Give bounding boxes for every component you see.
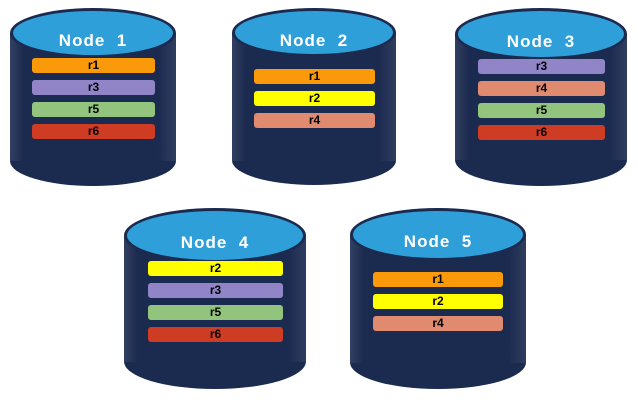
replica-label: r6 <box>535 125 548 139</box>
replica-stack: r2 r3 r5 r6 <box>148 261 283 342</box>
replica-bar[interactable]: r4 <box>478 81 605 96</box>
replica-bar[interactable]: r2 <box>373 294 503 309</box>
database-node-1[interactable]: Node 1 r1 r3 r5 r6 <box>10 8 176 186</box>
node-title: Node 5 <box>403 232 473 251</box>
database-node-3[interactable]: Node 3 r3 r4 r5 r6 <box>455 8 627 186</box>
database-node-5[interactable]: Node 5 r1 r2 r4 <box>350 208 526 390</box>
replica-bar[interactable]: r6 <box>148 327 283 342</box>
replica-bar[interactable]: r3 <box>478 59 605 74</box>
replica-bar[interactable]: r5 <box>148 305 283 320</box>
replica-label: r3 <box>87 80 100 94</box>
replica-label: r6 <box>87 124 100 138</box>
replica-label: r1 <box>87 58 100 72</box>
cylinder-top-ellipse <box>232 8 396 57</box>
node-title: Node 4 <box>180 233 250 252</box>
replica-label: r1 <box>432 272 444 286</box>
cylinder-bottom-ellipse <box>10 136 176 186</box>
cylinder-top-ellipse <box>455 8 627 60</box>
cylinder-bottom-ellipse <box>124 334 306 389</box>
replica-label: r5 <box>87 102 100 116</box>
replica-label: r1 <box>308 69 321 83</box>
cylinder-bottom-ellipse <box>455 134 627 186</box>
replica-bar[interactable]: r2 <box>148 261 283 276</box>
replica-bar[interactable]: r4 <box>373 316 503 331</box>
replica-bar[interactable]: r5 <box>32 102 155 117</box>
cylinder-bottom-ellipse <box>350 336 526 389</box>
replica-bar[interactable]: r4 <box>254 113 375 128</box>
cylinder-bottom-ellipse <box>232 136 396 185</box>
node-title: Node 1 <box>58 31 128 50</box>
replica-bar[interactable]: r2 <box>254 91 375 106</box>
replica-label: r2 <box>432 294 444 308</box>
replica-label: r4 <box>535 81 548 95</box>
replica-label: r4 <box>432 316 444 330</box>
cylinder-top-ellipse <box>350 208 526 261</box>
replica-stack: r1 r2 r4 <box>373 272 503 331</box>
replica-bar[interactable]: r3 <box>32 80 155 95</box>
replica-bar[interactable]: r1 <box>373 272 503 287</box>
replica-bar[interactable]: r5 <box>478 103 605 118</box>
database-node-4[interactable]: Node 4 r2 r3 r5 r6 <box>124 208 306 390</box>
replica-bar[interactable]: r1 <box>254 69 375 84</box>
database-node-2[interactable]: Node 2 r1 r2 r4 <box>232 8 396 186</box>
replica-bar[interactable]: r6 <box>478 125 605 140</box>
replica-label: r5 <box>535 103 548 117</box>
replica-label: r2 <box>209 261 222 275</box>
replica-stack: r3 r4 r5 r6 <box>478 59 605 140</box>
replica-label: r3 <box>209 283 222 297</box>
replica-label: r2 <box>308 91 321 105</box>
replica-bar[interactable]: r3 <box>148 283 283 298</box>
replica-label: r6 <box>209 327 222 341</box>
replica-bar[interactable]: r1 <box>32 58 155 73</box>
replica-label: r3 <box>535 59 548 73</box>
replica-stack: r1 r2 r4 <box>254 69 375 128</box>
replica-bar[interactable]: r6 <box>32 124 155 139</box>
replica-label: r5 <box>209 305 222 319</box>
node-title: Node 2 <box>279 31 349 50</box>
replica-label: r4 <box>308 113 321 127</box>
replica-stack: r1 r3 r5 r6 <box>32 58 155 139</box>
node-title: Node 3 <box>506 32 576 51</box>
cylinder-top-ellipse <box>10 8 176 58</box>
